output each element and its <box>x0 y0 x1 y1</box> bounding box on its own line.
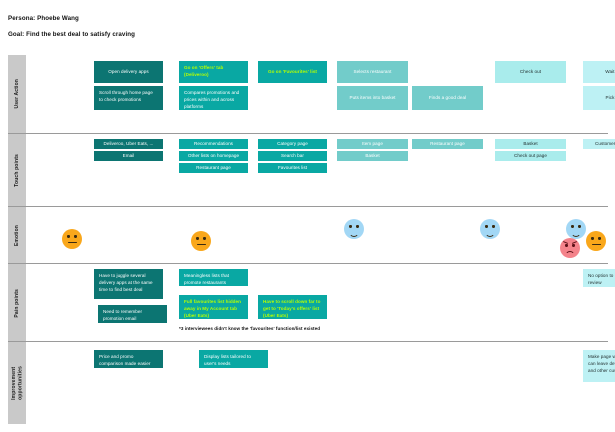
eye-left <box>571 225 574 229</box>
emotion-face-neutral-orange-1 <box>62 229 82 249</box>
row-body-emotion <box>34 207 608 264</box>
eye-left <box>67 235 70 239</box>
row-user-action: User Action Open delivery apps Scroll th… <box>8 55 615 133</box>
action-card-check-out[interactable]: Check out <box>495 61 566 83</box>
emotion-face-happy-blue-1 <box>344 219 364 239</box>
action-card-pick-up-food[interactable]: Pick up food <box>583 86 615 110</box>
emotion-face-neutral-orange-3 <box>586 231 606 251</box>
row-label-improvement-opportunities: Improvement opportunities <box>8 342 26 424</box>
row-pain-points: Pain points Have to juggle several deliv… <box>8 263 615 342</box>
eye-right <box>572 244 575 248</box>
touchpoint-restaurant-page-1[interactable]: Restaurant page <box>179 163 248 173</box>
pain-card-remember-promotion-email[interactable]: Need to remember promotion email <box>98 305 167 323</box>
pain-points-footnote: *3 interviewees didn't know the 'favouri… <box>179 326 321 331</box>
eye-left <box>485 225 488 229</box>
eye-right <box>356 225 359 229</box>
mouth-neutral <box>67 241 77 243</box>
improvement-card-tailored-lists[interactable]: Display lists tailored to user's needs <box>199 350 268 368</box>
emotion-face-angry-red-1 <box>560 238 580 258</box>
touchpoint-delivery-apps[interactable]: Deliveroo, Uber Eats, ... <box>94 139 163 149</box>
eye-left <box>591 237 594 241</box>
journey-map: User Action Open delivery apps Scroll th… <box>8 55 615 424</box>
eye-right <box>492 225 495 229</box>
mouth-neutral <box>591 243 601 245</box>
goal-title: Goal: Find the best deal to satisfy crav… <box>8 31 136 39</box>
improvement-card-price-comparison[interactable]: Price and promo comparison made easier <box>94 350 163 368</box>
emotion-face-neutral-orange-2 <box>191 231 211 251</box>
touchpoint-item-page[interactable]: Item page <box>337 139 408 149</box>
pain-card-favourites-hidden[interactable]: Full favourites list hidden away in My A… <box>179 295 248 319</box>
emotion-face-happy-blue-3 <box>566 219 586 239</box>
mouth-frown <box>565 250 575 258</box>
row-label-touch-points: Touch points <box>8 134 26 207</box>
touchpoint-email[interactable]: Email <box>94 151 163 161</box>
row-emotion: Emotion <box>8 206 608 264</box>
row-label-emotion: Emotion <box>8 207 26 264</box>
pain-card-meaningless-lists[interactable]: Meaningless lists that promote restauran… <box>179 269 248 286</box>
mouth-smile <box>484 229 496 237</box>
pain-card-juggle-apps[interactable]: Have to juggle several delivery apps at … <box>94 269 163 299</box>
touchpoint-check-out-page[interactable]: Check out page <box>495 151 566 161</box>
touchpoint-basket-2[interactable]: Basket <box>495 139 566 149</box>
row-label-user-action: User Action <box>8 55 26 133</box>
action-card-wait-for-food[interactable]: Wait for food <box>583 61 615 83</box>
mouth-smile <box>348 229 360 237</box>
journey-map-header: Persona: Phoebe Wang Goal: Find the best… <box>8 15 428 48</box>
action-card-selects-restaurant[interactable]: Selects restaurant <box>337 61 408 83</box>
row-touch-points: Touch points Deliveroo, Uber Eats, ... E… <box>8 133 615 207</box>
eye-left <box>565 244 568 248</box>
action-card-scroll-home-page[interactable]: Scroll through home page to check promot… <box>94 86 163 110</box>
touchpoint-customer-review-page[interactable]: Customer review page <box>583 139 615 149</box>
row-improvement-opportunities: Improvement opportunities Price and prom… <box>8 341 615 424</box>
action-card-compare-promotions[interactable]: Compares promotions and prices within an… <box>179 86 248 110</box>
eye-right <box>598 237 601 241</box>
improvement-card-detailed-review-page[interactable]: Make page where customers can leave deta… <box>583 350 615 382</box>
row-body-improvement-opportunities: Price and promo comparison made easier D… <box>34 342 615 424</box>
pain-card-no-detailed-review[interactable]: No option to leave detailed review <box>583 269 615 287</box>
touchpoint-restaurant-page-2[interactable]: Restaurant page <box>412 139 483 149</box>
touchpoint-favourites-list[interactable]: Favourites list <box>258 163 327 173</box>
row-body-touch-points: Deliveroo, Uber Eats, ... Email Recommen… <box>34 134 615 207</box>
eye-left <box>196 237 199 241</box>
touchpoint-search-bar[interactable]: Search bar <box>258 151 327 161</box>
mouth-neutral <box>196 243 206 245</box>
action-card-puts-items-basket[interactable]: Puts items into basket <box>337 86 408 110</box>
row-body-pain-points: Have to juggle several delivery apps at … <box>34 264 615 342</box>
row-body-user-action: Open delivery apps Scroll through home p… <box>34 55 615 133</box>
row-label-pain-points: Pain points <box>8 264 26 342</box>
eye-right <box>578 225 581 229</box>
touchpoint-other-lists-homepage[interactable]: Other lists on homepage <box>179 151 248 161</box>
action-card-open-delivery-apps[interactable]: Open delivery apps <box>94 61 163 83</box>
persona-title: Persona: Phoebe Wang <box>8 15 79 22</box>
eye-right <box>203 237 206 241</box>
action-card-favourites-list[interactable]: Go on 'Favourites' list <box>258 61 327 83</box>
touchpoint-recommendations[interactable]: Recommendations <box>179 139 248 149</box>
action-card-finds-good-deal[interactable]: Finds a good deal <box>412 86 483 110</box>
emotion-face-happy-blue-2 <box>480 219 500 239</box>
pain-card-scroll-todays-offers[interactable]: Have to scroll down far to get to 'Today… <box>258 295 327 319</box>
action-card-offers-tab[interactable]: Go on 'Offers' tab (Deliveroo) <box>179 61 248 83</box>
mouth-smile <box>570 229 582 237</box>
touchpoint-basket-1[interactable]: Basket <box>337 151 408 161</box>
eye-right <box>74 235 77 239</box>
eye-left <box>349 225 352 229</box>
touchpoint-category-page[interactable]: Category page <box>258 139 327 149</box>
